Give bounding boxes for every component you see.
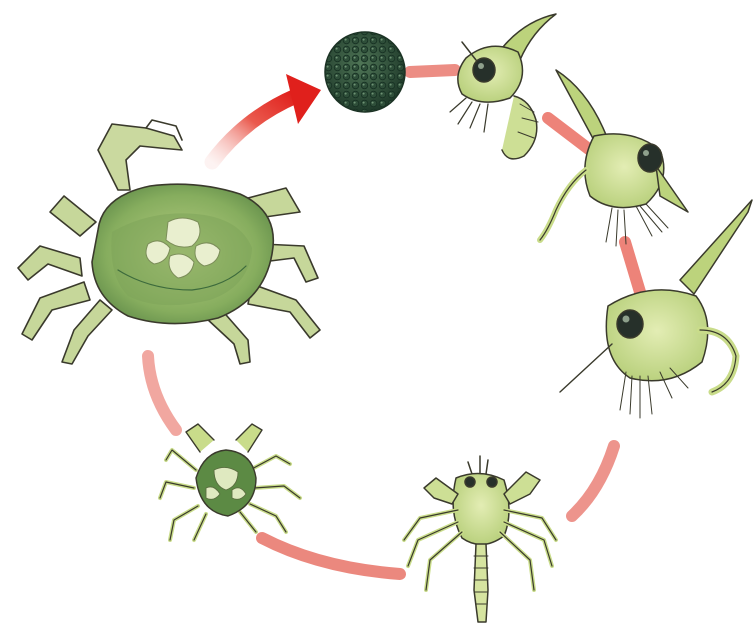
zoea-larva-icon (450, 14, 556, 159)
zoea-larva-icon (540, 70, 688, 246)
juvenile-crab-icon (160, 424, 300, 540)
connector-egg-to-zoea (410, 70, 455, 72)
megalopa-icon (404, 456, 556, 622)
connector-zoea-to-zoea-late (625, 242, 640, 292)
egg-mass-icon (325, 32, 405, 112)
connector-juvenile-to-adult (148, 356, 176, 430)
arrow-adult-to-egg (212, 74, 321, 162)
adult-crab-icon (18, 120, 320, 364)
connector-megalopa-to-juvenile (262, 538, 400, 574)
zoea-larva-icon (560, 200, 752, 418)
connector-zoea-to-megalopa (572, 446, 614, 516)
